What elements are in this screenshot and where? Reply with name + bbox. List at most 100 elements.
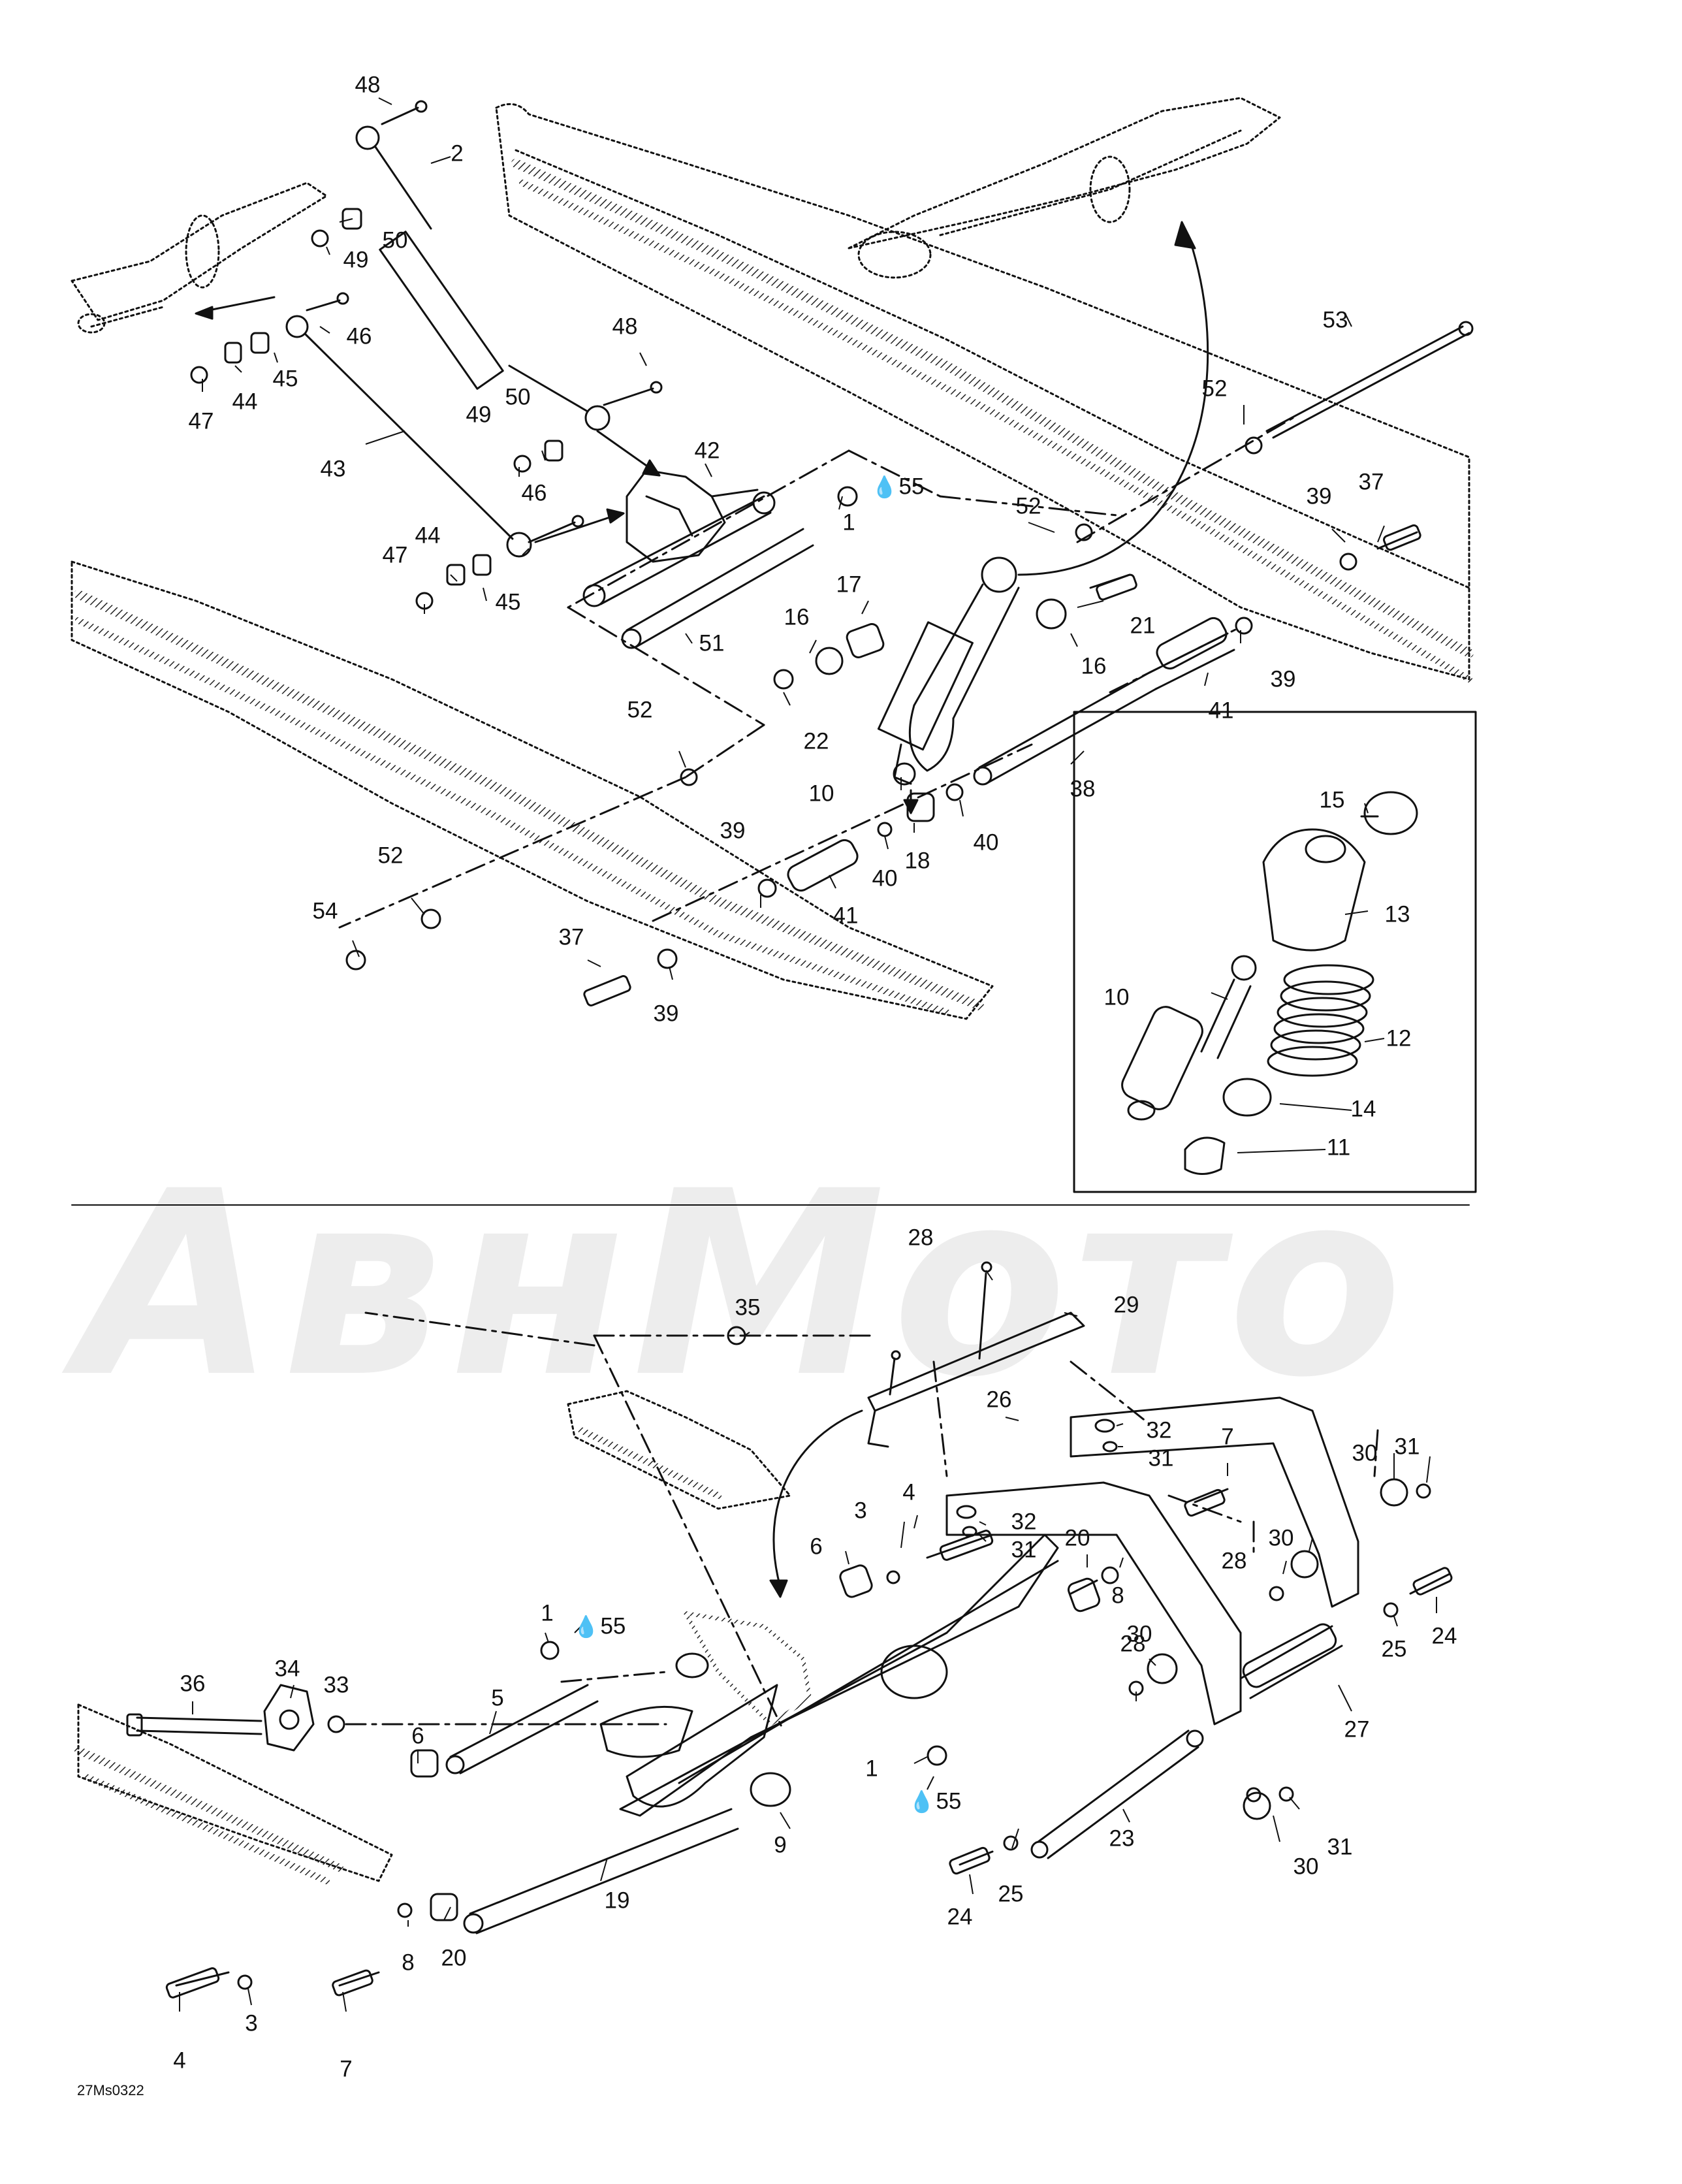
part-label: 48 xyxy=(355,72,381,98)
part-label: 24 xyxy=(947,1904,973,1930)
upper-left-a-arm xyxy=(71,182,328,334)
drop-icon: 💧 xyxy=(871,475,898,499)
part-label: 4 xyxy=(173,2048,186,2074)
right-rail-track xyxy=(511,159,1474,658)
shaft-51 xyxy=(621,528,814,649)
part-label: 25 xyxy=(1381,1636,1407,1662)
part-label: 23 xyxy=(1109,1825,1135,1852)
front-swing-arm xyxy=(599,1534,1059,1817)
part-label: 4 xyxy=(902,1479,915,1505)
link-arrow-curve-1 xyxy=(1017,234,1209,576)
part-label: 49 xyxy=(466,402,492,428)
shaft-38 xyxy=(757,617,1253,898)
long-bolt-53 xyxy=(1245,321,1474,455)
part-label: 46 xyxy=(521,480,547,506)
drop-icon: 💧 xyxy=(573,1614,599,1639)
part-label: 35 xyxy=(735,1294,761,1321)
part-label: 41 xyxy=(1208,698,1234,724)
part-label: 14 xyxy=(1350,1096,1376,1122)
part-label: 39 xyxy=(1270,666,1296,692)
part-label: 18 xyxy=(904,848,930,874)
bracket-29 xyxy=(867,1311,1085,1448)
part-label: 31 xyxy=(1011,1537,1037,1563)
drop-icon: 💧 xyxy=(908,1790,935,1814)
part-label: 31 xyxy=(1394,1434,1420,1460)
part-label: 32 xyxy=(1011,1509,1037,1535)
part-label: 52 xyxy=(1201,376,1228,402)
shock-bracket xyxy=(582,469,776,607)
bolt-37-left xyxy=(345,768,698,1006)
drawing-code: 27Ms0322 xyxy=(77,2082,144,2098)
stabilizer-link xyxy=(285,315,532,558)
part-label: 22 xyxy=(803,728,829,754)
part-label: 39 xyxy=(1306,483,1332,509)
lube-label: 💧55 xyxy=(573,1613,626,1639)
part-label: 40 xyxy=(872,865,898,891)
part-label: 38 xyxy=(1070,776,1096,802)
lower-rail-fragment-top xyxy=(567,1390,791,1510)
part-label: 19 xyxy=(604,1887,630,1914)
part-label: 52 xyxy=(377,843,404,869)
part-label: 41 xyxy=(833,903,859,929)
part-label: 28 xyxy=(1221,1548,1247,1574)
shaft-23 xyxy=(1030,1729,1204,1859)
right-rail xyxy=(495,103,1470,681)
part-label: 40 xyxy=(973,829,999,856)
part-label: 44 xyxy=(415,522,441,549)
bolt-37-right xyxy=(1339,524,1421,571)
stabilizer-shock xyxy=(355,125,611,431)
detail-shock-parts xyxy=(1121,791,1418,1175)
part-label: 25 xyxy=(998,1881,1024,1907)
lower-rail-fragment-left xyxy=(77,1703,393,1882)
part-label: 39 xyxy=(720,818,746,844)
detail-spring xyxy=(1267,964,1374,1077)
part-label: 30 xyxy=(1352,1440,1378,1466)
part-label: 13 xyxy=(1384,901,1410,927)
part-label: 31 xyxy=(1148,1445,1174,1471)
part-label: 12 xyxy=(1386,1025,1412,1052)
shaft-19 xyxy=(463,1808,739,1935)
part-label: 43 xyxy=(320,456,346,482)
part-label: 6 xyxy=(810,1534,823,1560)
part-label: 37 xyxy=(558,924,584,950)
lube-label: 💧55 xyxy=(871,474,925,500)
part-label: 33 xyxy=(323,1672,349,1698)
part-label: 29 xyxy=(1113,1292,1139,1318)
u-bracket-26 xyxy=(945,1396,1359,1726)
part-label: 2 xyxy=(451,140,464,167)
part-label: 36 xyxy=(180,1671,206,1697)
part-label: 44 xyxy=(232,389,258,415)
part-label: 6 xyxy=(411,1723,424,1749)
part-label: 28 xyxy=(908,1225,934,1251)
part-label: 31 xyxy=(1327,1834,1353,1860)
part-label: 52 xyxy=(627,697,653,723)
part-label: 17 xyxy=(836,571,862,598)
link-arrow-curve-2 xyxy=(772,1409,863,1588)
rear-shock-absorber xyxy=(877,556,1020,786)
part-label: 1 xyxy=(865,1756,878,1782)
part-label: 1 xyxy=(842,509,855,536)
lube-label: 💧55 xyxy=(908,1788,962,1814)
fastener-set-top-left xyxy=(190,100,663,610)
part-label: 34 xyxy=(274,1656,300,1682)
shaft-5 xyxy=(445,1684,599,1774)
part-label: 49 xyxy=(343,247,369,273)
part-label: 32 xyxy=(1146,1417,1172,1443)
part-label: 7 xyxy=(340,2056,353,2082)
part-label: 54 xyxy=(312,898,338,924)
fastener-set-bottom xyxy=(165,1326,1453,1999)
part-label: 16 xyxy=(784,604,810,630)
part-label: 8 xyxy=(1111,1582,1124,1609)
part-label: 45 xyxy=(272,366,298,392)
part-label: 30 xyxy=(1293,1854,1319,1880)
part-label: 3 xyxy=(245,2010,258,2036)
part-label: 46 xyxy=(346,323,372,349)
rear-shock-fasteners xyxy=(773,486,1137,690)
part-label: 52 xyxy=(1015,493,1041,519)
part-label: 5 xyxy=(491,1685,504,1711)
left-rail-track xyxy=(74,590,984,1010)
part-label: 24 xyxy=(1431,1623,1457,1649)
part-label: 3 xyxy=(854,1498,867,1524)
part-label: 20 xyxy=(1064,1525,1090,1551)
cross-shaft-27 xyxy=(1239,1623,1343,1699)
